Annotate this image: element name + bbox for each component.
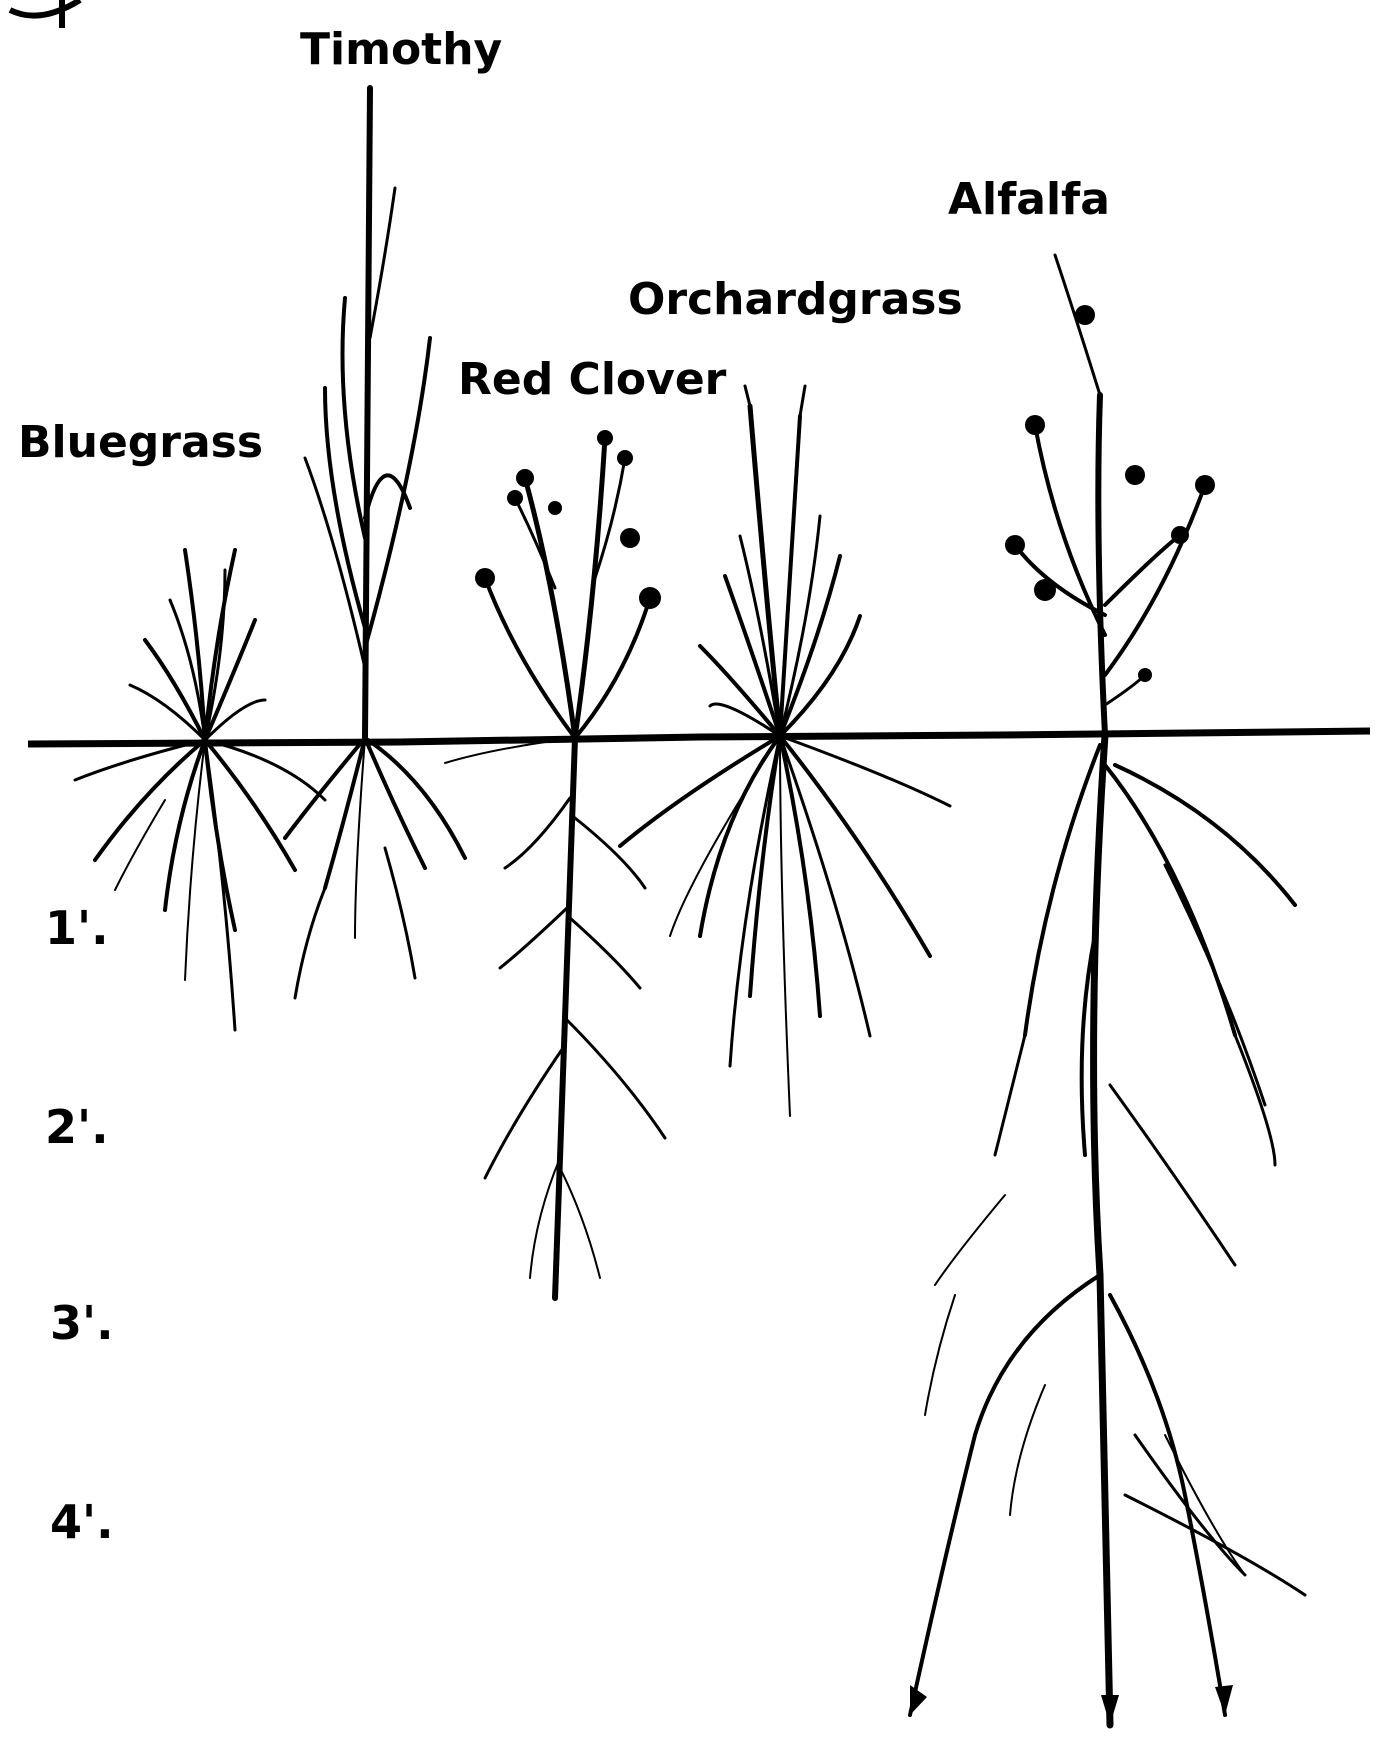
- bluegrass-shoots: [130, 550, 265, 740]
- orchardgrass-roots: [620, 736, 950, 1116]
- orchardgrass-shoots: [700, 386, 860, 736]
- depth-label-3ft: 3'.: [50, 1296, 114, 1350]
- label-orchardgrass: Orchardgrass: [628, 274, 963, 325]
- red-clover-shoots: [475, 430, 661, 738]
- timothy-roots: [285, 738, 465, 998]
- alfalfa-roots: [910, 735, 1305, 1725]
- label-timothy: Timothy: [300, 24, 502, 75]
- alfalfa-root-arrows: [910, 1685, 1233, 1725]
- ground-line: [28, 731, 1370, 744]
- bluegrass-plant: [75, 550, 325, 1030]
- corner-symbol: [10, 0, 80, 28]
- timothy-shoots: [305, 88, 430, 738]
- bluegrass-roots: [75, 740, 325, 1030]
- depth-label-4ft: 4'.: [50, 1495, 114, 1549]
- orchardgrass-plant: [620, 386, 950, 1116]
- depth-label-1ft: 1'.: [45, 901, 109, 955]
- label-bluegrass: Bluegrass: [18, 417, 263, 468]
- label-alfalfa: Alfalfa: [948, 174, 1110, 225]
- timothy-plant: [285, 88, 465, 998]
- label-red-clover: Red Clover: [458, 354, 727, 405]
- red-clover-plant: [445, 430, 665, 1298]
- alfalfa-shoots: [1005, 255, 1215, 735]
- red-clover-roots: [445, 738, 665, 1298]
- alfalfa-plant: [910, 255, 1305, 1725]
- depth-label-2ft: 2'.: [45, 1100, 109, 1154]
